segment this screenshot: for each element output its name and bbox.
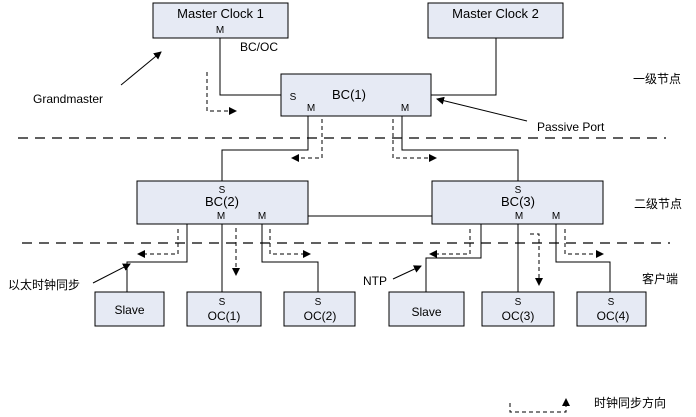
oc4-label: OC(4) bbox=[597, 309, 630, 323]
wire-bc3-slave-right bbox=[425, 224, 482, 292]
bc1-port-s: S bbox=[290, 92, 297, 103]
sync-arrow-bc1-to-bc3 bbox=[392, 119, 437, 162]
legend-sync-arrow-icon bbox=[509, 398, 570, 413]
passive-port-annotation: Passive Port bbox=[537, 120, 605, 134]
slave-left-label: Slave bbox=[114, 303, 144, 317]
wire-mc1-bc1 bbox=[219, 38, 281, 96]
slave-right-node: Slave bbox=[388, 291, 465, 327]
oc2-port-s: S bbox=[315, 297, 322, 308]
ntp-annotation: NTP bbox=[363, 274, 387, 288]
passive-port-pointer-arrow bbox=[436, 96, 528, 122]
bc2-port-s: S bbox=[219, 185, 226, 196]
bc3-label: BC(3) bbox=[501, 194, 535, 209]
slave-right-label: Slave bbox=[411, 305, 441, 319]
bc3-port-m1: M bbox=[515, 211, 523, 222]
oc3-label: OC(3) bbox=[502, 309, 535, 323]
oc2-node: S OC(2) bbox=[283, 291, 356, 327]
oc4-node: S OC(4) bbox=[576, 291, 647, 327]
bc1-port-m2: M bbox=[401, 103, 409, 114]
slave-left-node: Slave bbox=[94, 291, 165, 327]
wire-mc2-bc1 bbox=[431, 38, 497, 96]
level1-label: 一级节点 bbox=[633, 72, 681, 86]
ntp-pointer-arrow bbox=[392, 265, 422, 280]
bc1-label: BC(1) bbox=[332, 87, 366, 102]
client-level-label: 客户端 bbox=[642, 271, 678, 286]
sync-arrow-bc2-to-slave-left bbox=[137, 229, 179, 258]
oc1-label: OC(1) bbox=[208, 309, 241, 323]
master-clock-2-node: Master Clock 2 bbox=[427, 2, 564, 39]
bc-oc-annotation: BC/OC bbox=[240, 40, 278, 54]
wire-bc3-oc4 bbox=[555, 224, 611, 292]
master-clock-1-node: Master Clock 1 M bbox=[152, 2, 289, 39]
master-clock-1-label: Master Clock 1 bbox=[177, 6, 264, 21]
bc2-label: BC(2) bbox=[205, 194, 239, 209]
wire-bc1-bc2 bbox=[221, 116, 309, 181]
sync-arrow-bc3-to-oc4 bbox=[564, 229, 604, 258]
sync-arrow-mc1-to-bc1 bbox=[206, 72, 237, 115]
connection-wires bbox=[126, 38, 611, 292]
master-clock-1-port-m: M bbox=[216, 25, 224, 36]
sync-arrow-bc1-to-bc2 bbox=[291, 119, 323, 162]
oc4-port-s: S bbox=[608, 297, 615, 308]
ethernet-sync-pointer-arrow bbox=[92, 263, 131, 284]
level2-label: 二级节点 bbox=[634, 197, 682, 211]
bc1-node: BC(1) S M M bbox=[280, 73, 432, 117]
wire-bc2-slave-left bbox=[126, 224, 188, 292]
sync-arrow-bc3-to-slave-right bbox=[429, 229, 471, 258]
oc1-node: S OC(1) bbox=[186, 291, 262, 327]
ethernet-sync-annotation: 以太时钟同步 bbox=[8, 277, 80, 292]
bc2-node: S BC(2) M M bbox=[136, 180, 309, 225]
oc3-node: S OC(3) bbox=[481, 291, 555, 327]
bc3-node: S BC(3) M M bbox=[431, 180, 604, 225]
legend: 时钟同步方向 bbox=[509, 395, 666, 413]
grandmaster-annotation: Grandmaster bbox=[33, 92, 103, 106]
oc1-port-s: S bbox=[219, 297, 226, 308]
sync-direction-arrows bbox=[137, 72, 604, 286]
legend-label: 时钟同步方向 bbox=[594, 395, 666, 410]
bc1-port-m1: M bbox=[307, 103, 315, 114]
master-clock-2-label: Master Clock 2 bbox=[452, 6, 539, 21]
oc3-port-s: S bbox=[515, 297, 522, 308]
oc2-label: OC(2) bbox=[304, 309, 337, 323]
bc2-port-m1: M bbox=[217, 211, 225, 222]
bc3-port-s: S bbox=[515, 185, 522, 196]
bc3-port-m2: M bbox=[552, 211, 560, 222]
grandmaster-pointer-arrow bbox=[120, 51, 162, 86]
sync-arrow-bc2-to-oc2 bbox=[269, 229, 311, 258]
wire-bc2-oc2 bbox=[261, 224, 319, 292]
bc2-port-m2: M bbox=[258, 211, 266, 222]
wire-bc1-bc3 bbox=[401, 116, 519, 181]
sync-arrow-bc3-to-oc3 bbox=[530, 233, 543, 286]
